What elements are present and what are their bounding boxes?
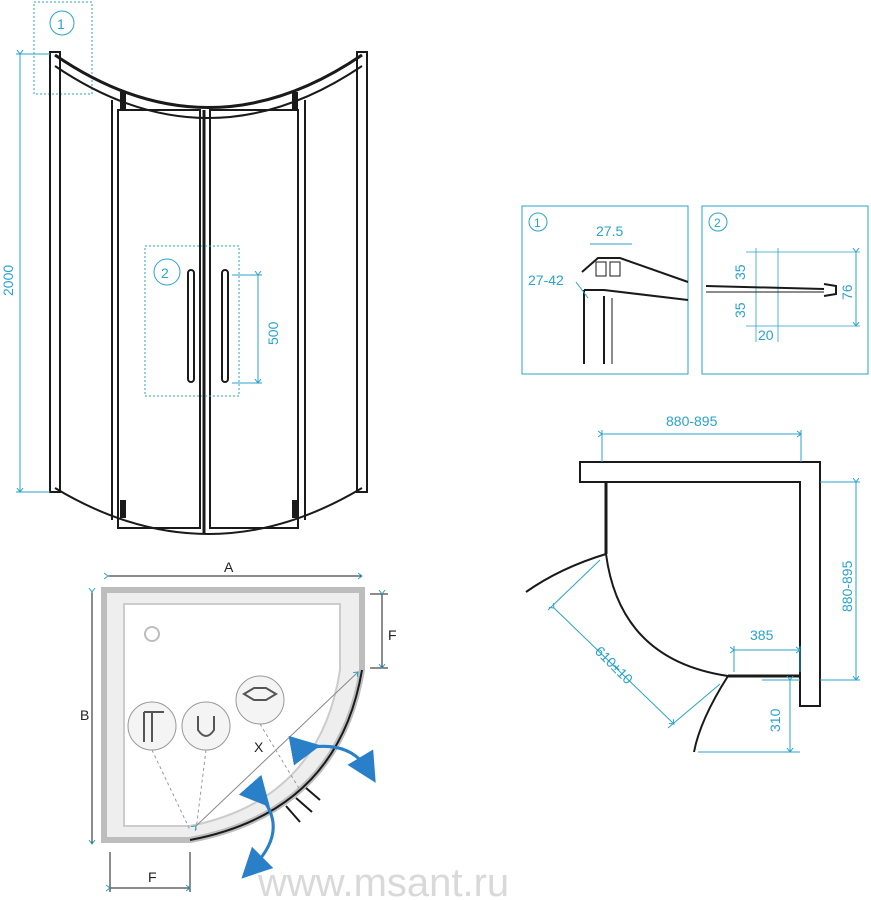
plan-door-curve	[605, 553, 729, 677]
callout-2-circle	[153, 258, 181, 286]
opening-dimension-label: 610±10	[592, 643, 636, 687]
magnet-detail-glyph	[242, 687, 278, 701]
door-handles	[285, 787, 321, 823]
handle-bottom-label: 35	[732, 302, 748, 318]
leader-magnet	[259, 723, 301, 791]
seal-detail-icon	[181, 701, 231, 751]
plan-width-label: 880-895	[666, 413, 718, 429]
detail-2-circle	[708, 212, 728, 232]
profile-slot-left	[595, 261, 607, 277]
seal-detail-glyph	[197, 716, 215, 737]
callout-1-circle	[49, 10, 75, 36]
opening-dimension-line	[554, 608, 674, 724]
left-door	[117, 109, 201, 529]
leader-profile	[151, 749, 191, 831]
opening-ext-bottom	[667, 683, 721, 729]
profile-slot-right	[609, 261, 621, 277]
top-rail	[54, 53, 363, 109]
dimension-a-label: A	[224, 559, 234, 575]
left-handle	[187, 269, 195, 383]
handle-bar-top	[705, 285, 825, 290]
opening-ext-top	[547, 559, 601, 611]
profile-width-label: 27.5	[596, 223, 623, 239]
handle-dimension-label: 500	[265, 321, 281, 345]
callout-2-box	[144, 245, 240, 397]
profile-top-line	[581, 257, 689, 283]
top-rail-inner	[54, 65, 363, 119]
right-post	[356, 51, 368, 493]
right-handle	[221, 269, 229, 383]
detail-1-frame	[521, 205, 689, 375]
height-dimension-label: 2000	[0, 265, 16, 296]
dimension-b-label: B	[80, 707, 89, 723]
handle-end-cap	[823, 283, 837, 297]
callout-2-number: 2	[161, 265, 169, 281]
detail-2-frame	[701, 205, 869, 375]
slide-arrow-right	[288, 735, 376, 783]
profile-range-label: 27-42	[528, 272, 564, 288]
dimension-x-line	[196, 672, 358, 826]
detail-1-number: 1	[534, 216, 541, 230]
plan-view: 880-895 880-895 610±10 385 310	[525, 413, 860, 753]
right-door	[209, 109, 299, 529]
dimension-x-label: X	[254, 739, 264, 755]
profile-mid-line	[584, 289, 689, 301]
roller-top-left	[120, 92, 126, 110]
leader-seal	[195, 749, 207, 831]
enclosure-arc	[189, 669, 363, 841]
roller-bottom-right	[292, 500, 298, 518]
detail-2-number: 2	[714, 216, 721, 230]
handle-width-label: 20	[758, 327, 774, 343]
roller-top-right	[292, 92, 298, 110]
profile-detail-glyph	[143, 711, 164, 742]
f-bottom-label: F	[148, 869, 157, 885]
front-view: 1 2 500 2000	[0, 1, 368, 535]
plan-depth-label: 880-895	[839, 560, 855, 612]
watermark: www.msant.ru	[257, 861, 509, 900]
handle-total-label: 76	[839, 284, 855, 300]
handle-top-label: 35	[732, 264, 748, 280]
detail-1: 1 27.5 27-42	[521, 205, 689, 375]
bottom-rail	[54, 487, 363, 535]
plan-open-door-left	[525, 553, 607, 593]
left-post	[49, 51, 61, 493]
tray-view: A B F F X	[80, 559, 397, 892]
roller-bottom-left	[120, 500, 126, 518]
callout-1-number: 1	[57, 16, 65, 32]
door-width-label: 385	[750, 627, 774, 643]
door-depth-label: 310	[767, 708, 783, 732]
corner-walls	[579, 461, 821, 707]
callout-1-box	[33, 1, 93, 95]
plan-open-door-right	[693, 675, 729, 753]
drain-icon	[144, 626, 160, 642]
detail-2: 2 35 35 76 20	[701, 205, 869, 375]
f-side-label: F	[388, 627, 397, 643]
detail-1-circle	[528, 212, 548, 232]
slide-arrow-left	[238, 774, 275, 879]
profile-range-line	[575, 281, 589, 299]
